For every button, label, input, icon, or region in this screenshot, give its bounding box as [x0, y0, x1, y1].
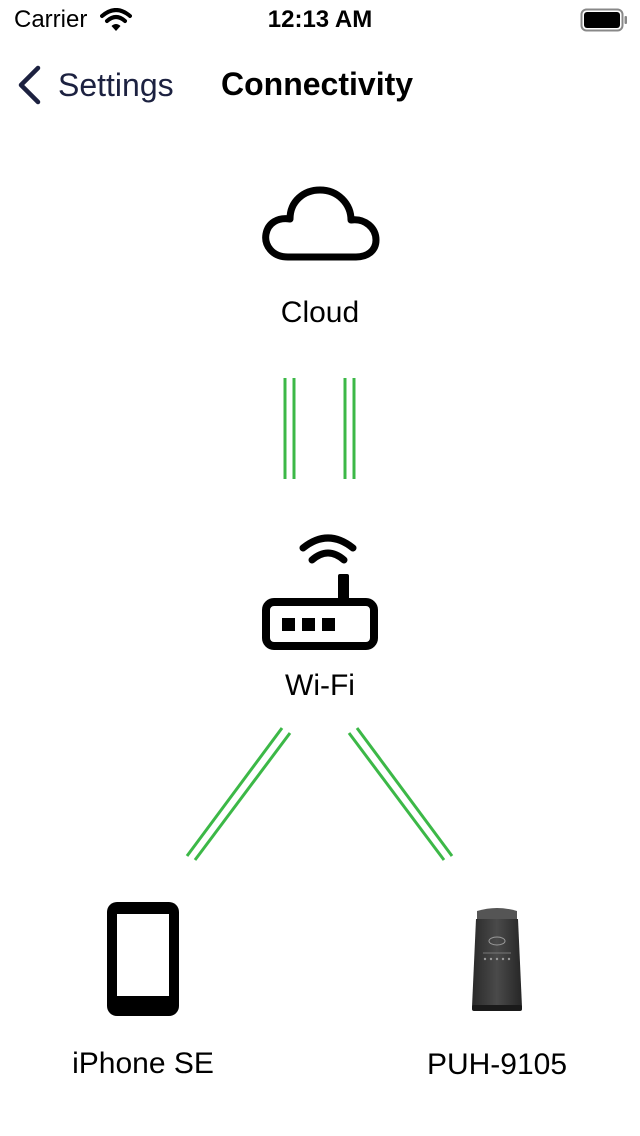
- router-label: Wi-Fi: [285, 669, 355, 702]
- router-node[interactable]: Wi-Fi: [220, 532, 420, 703]
- chevron-left-icon: [16, 65, 42, 105]
- carrier-label: Carrier: [14, 6, 88, 33]
- humidifier-icon: [467, 903, 527, 1020]
- humidifier-node[interactable]: PUH-9105: [397, 903, 597, 1082]
- cloud-node[interactable]: Cloud: [220, 185, 420, 330]
- cloud-label: Cloud: [280, 296, 360, 329]
- status-time: 12:13 AM: [267, 6, 373, 33]
- phone-label: iPhone SE: [72, 1047, 214, 1080]
- link-cloud-router: [283, 378, 356, 479]
- phone-icon: [105, 900, 181, 1023]
- battery-full-icon: [580, 8, 628, 37]
- status-bar: Carrier 12:13 AM: [0, 0, 640, 40]
- page-title: Connectivity: [221, 66, 414, 102]
- link-router-phone: [185, 727, 292, 861]
- back-button[interactable]: Settings: [16, 62, 174, 108]
- cloud-icon: [260, 185, 380, 270]
- wifi-icon: [100, 8, 132, 37]
- wifi-router-icon: [260, 532, 380, 655]
- humidifier-label: PUH-9105: [426, 1048, 568, 1081]
- navigation-bar: Settings Connectivity: [0, 56, 640, 116]
- link-router-humidifier: [347, 727, 454, 861]
- back-label: Settings: [58, 66, 174, 103]
- phone-node[interactable]: iPhone SE: [43, 900, 243, 1081]
